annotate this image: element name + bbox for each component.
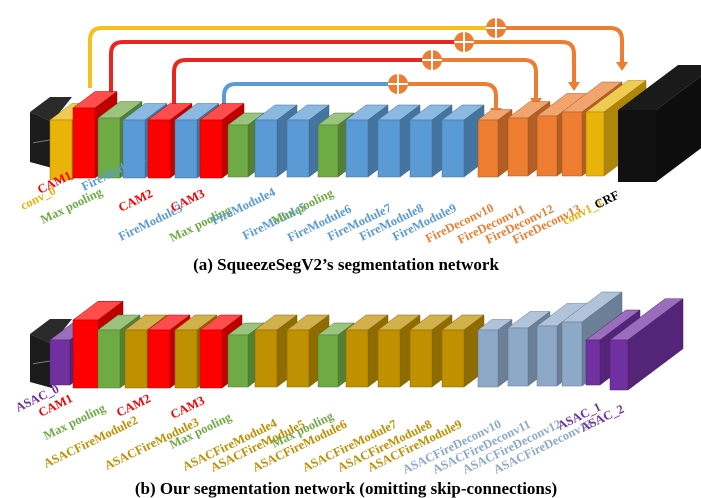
add-operation-icon (422, 50, 442, 70)
skip-connection-2 (109, 32, 580, 102)
skip-connection-1 (88, 18, 628, 88)
layer-label-crf: CRF (592, 188, 622, 212)
add-operation-icon (388, 74, 408, 94)
layer-block-firedeconv10-16 (477, 109, 513, 178)
input-lidar-scan (30, 97, 72, 168)
panel-b-caption: (b) Our segmentation network (omitting s… (135, 479, 557, 498)
layer-block-asac-2-21 (609, 298, 684, 391)
input-lidar-scan (30, 319, 72, 388)
layer-blocks (30, 65, 701, 182)
layer-label-cam3: CAM3 (168, 186, 207, 214)
skip-connection-3 (172, 50, 542, 120)
layer-block-asacfiredeconv10-16 (477, 319, 513, 388)
layer-label-cam2: CAM2 (116, 186, 155, 214)
add-operation-icon (454, 32, 474, 52)
layer-block-firemodule9-15 (441, 104, 485, 178)
layer-block-asacfiremodule9-15 (441, 314, 485, 388)
layer-blocks (30, 291, 684, 391)
add-operation-icon (486, 18, 506, 38)
panel-a-caption: (a) SqueezeSegV2’s segmentation network (193, 255, 499, 274)
layer-block-crf-21 (618, 65, 701, 182)
